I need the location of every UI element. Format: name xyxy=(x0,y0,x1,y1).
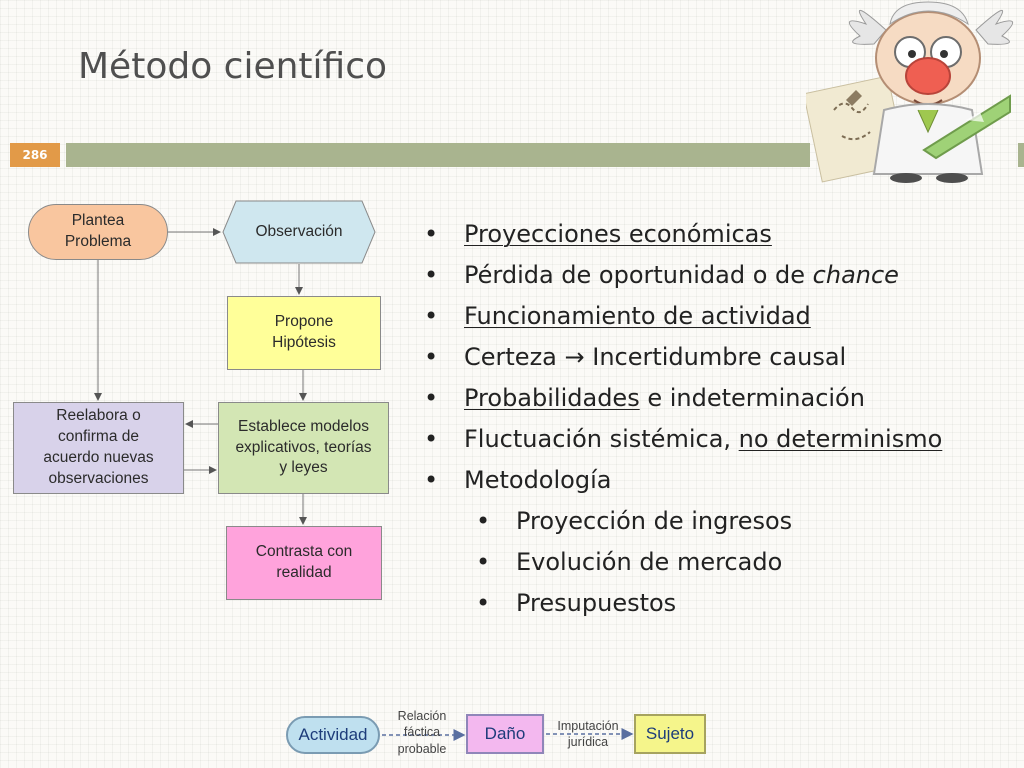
diagram-node-sujeto: Sujeto xyxy=(634,714,706,754)
bullet-item: Fluctuación sistémica, no determinismo xyxy=(420,419,942,460)
scientist-mascot-icon xyxy=(806,1,1013,183)
sub-bullet-item: Evolución de mercado xyxy=(420,542,942,583)
hexagon-shape xyxy=(222,200,376,264)
bullet-item: Certeza → Incertidumbre causal xyxy=(420,337,942,378)
bullet-list: Proyecciones económicas Pérdida de oport… xyxy=(420,214,942,624)
bullet-item: Metodología xyxy=(420,460,942,501)
title-accent-bar-end xyxy=(1018,143,1024,167)
title-accent-bar xyxy=(66,143,810,167)
bullet-item: Proyecciones económicas xyxy=(420,214,942,255)
flowchart-connectors xyxy=(94,228,307,525)
slide-title: Método científico xyxy=(78,46,388,87)
diagram-node-actividad: Actividad xyxy=(286,716,380,754)
sub-bullet-item: Proyección de ingresos xyxy=(420,501,942,542)
sub-bullet-item: Presupuestos xyxy=(420,583,942,624)
bullet-item: Funcionamiento de actividad xyxy=(420,296,942,337)
diagram-arrows xyxy=(382,728,634,741)
flow-node-observacion: Observación xyxy=(222,200,376,264)
page-number-badge: 286 xyxy=(10,143,60,167)
diagram-node-dano: Daño xyxy=(466,714,544,754)
bullet-item: Probabilidades e indeterminación xyxy=(420,378,942,419)
bullet-item: Pérdida de oportunidad o de chance xyxy=(420,255,942,296)
